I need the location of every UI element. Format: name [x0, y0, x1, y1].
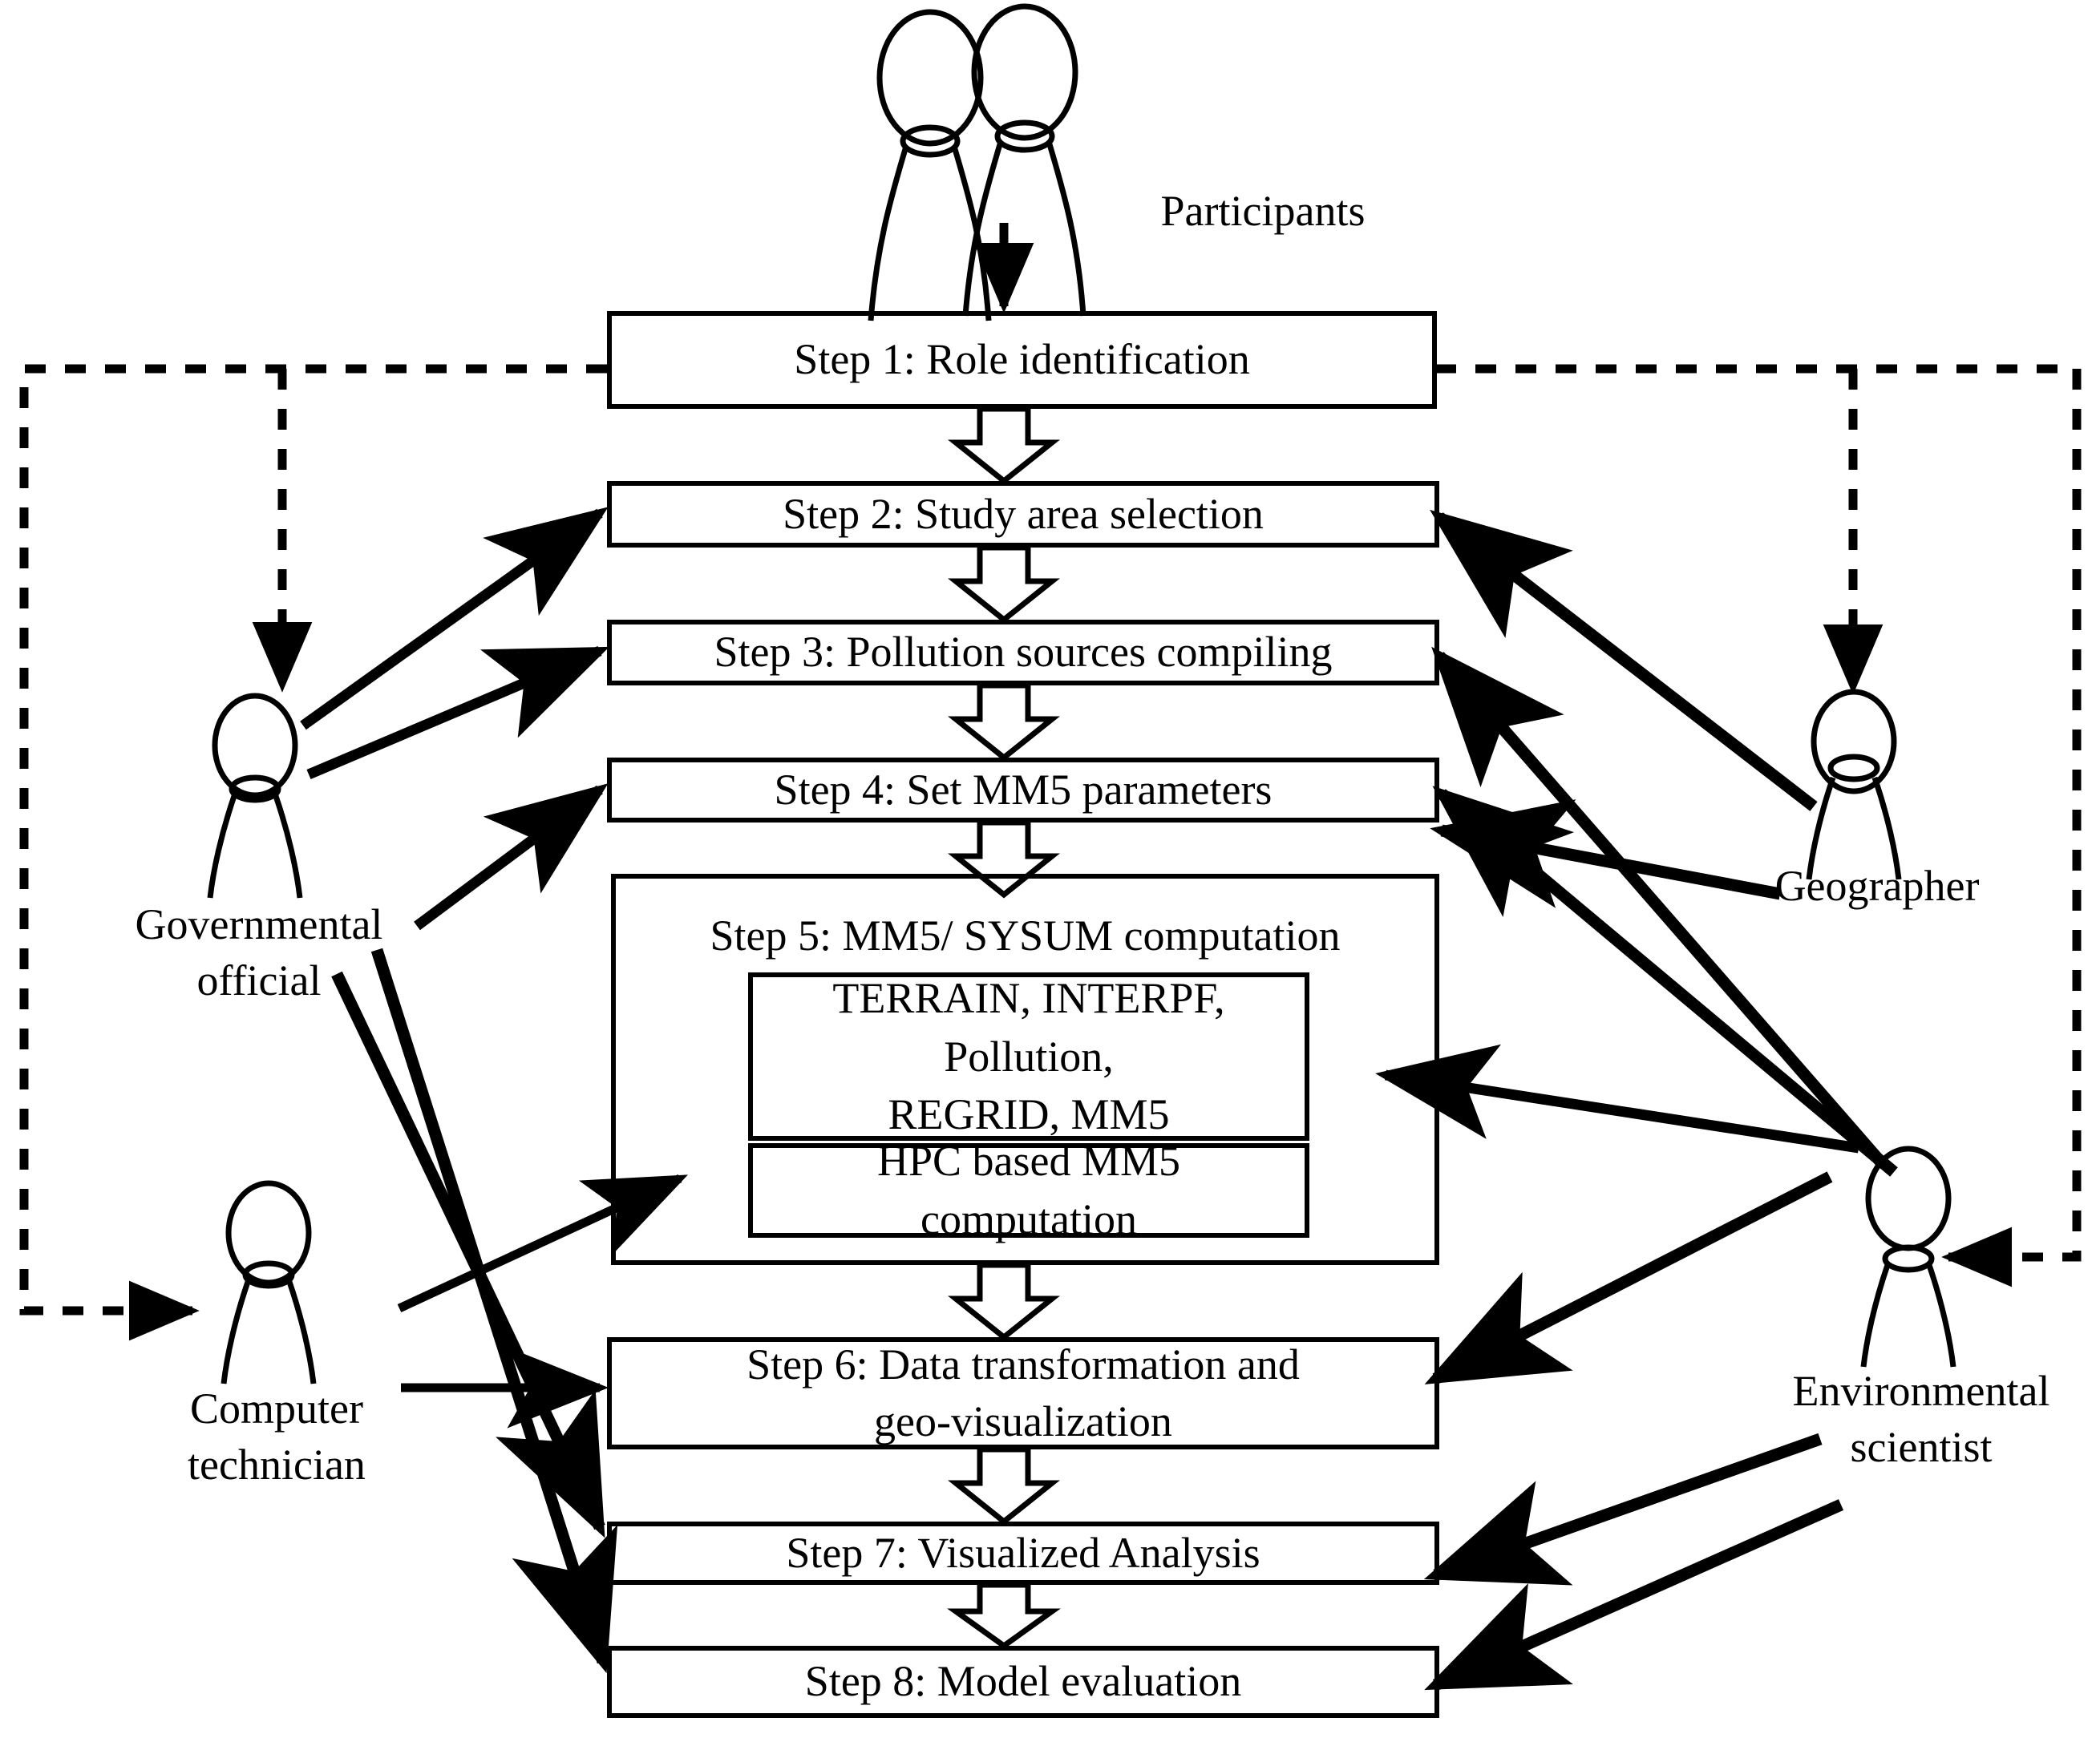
step-2-label: Step 2: Study area selection: [783, 489, 1264, 538]
step-5-label: Step 5: MM5/ SYSUM computation: [710, 911, 1341, 960]
flow-arrow-step6-to-step7: [948, 1446, 1060, 1526]
flow-arrow-step1-to-step2: [948, 406, 1060, 485]
arrow-environmental-scientist-to-step7: [1423, 1433, 1823, 1586]
geographer-label: Geographer: [1774, 862, 1980, 910]
step-2-box[interactable]: Step 2: Study area selection: [607, 481, 1439, 548]
environmental-scientist-label: Environmental scientist: [1792, 1367, 2050, 1472]
flow-arrow-step7-to-step8: [947, 1582, 1061, 1650]
arrow-environmental-scientist-to-modules: [1375, 1044, 1859, 1154]
arrow-governmental-official-to-step4: [414, 783, 609, 931]
step-5-modules-box[interactable]: TERRAIN, INTERPF, Pollution, REGRID, MM5: [748, 972, 1309, 1141]
arrow-environmental-scientist-to-step3: [1431, 646, 1886, 1166]
step-8-label: Step 8: Model evaluation: [804, 1657, 1242, 1706]
step-5-modules-label: TERRAIN, INTERPF, Pollution, REGRID, MM5: [832, 973, 1225, 1139]
step-6-label: Step 6: Data transformation and geo-visu…: [747, 1340, 1300, 1445]
arrow-governmental-official-to-step2: [300, 507, 609, 730]
step-4-label: Step 4: Set MM5 parameters: [774, 765, 1273, 814]
environmental-scientist-figure-icon: [1860, 1146, 1956, 1368]
step-7-label: Step 7: Visualized Analysis: [786, 1528, 1260, 1577]
governmental-official-figure-icon: [207, 693, 303, 899]
geographer-figure-icon: [1806, 689, 1902, 880]
dashed-bus-left: [19, 364, 607, 1341]
governmental-official-label: Governmental official: [135, 900, 383, 1005]
flow-arrow-step5-to-step6: [948, 1262, 1060, 1341]
step-3-box[interactable]: Step 3: Pollution sources compiling: [607, 620, 1439, 685]
step-5-hpc-label: HPC based MM5 computation: [876, 1137, 1181, 1243]
flow-arrow-step3-to-step4: [948, 682, 1060, 762]
step-1-box[interactable]: Step 1: Role identification: [607, 311, 1437, 409]
step-1-label: Step 1: Role identification: [794, 335, 1250, 384]
dashed-bus-right: [1435, 364, 2082, 1287]
step-4-box[interactable]: Step 4: Set MM5 parameters: [607, 758, 1439, 823]
arrow-governmental-official-to-step8: [370, 948, 618, 1674]
step-8-box[interactable]: Step 8: Model evaluation: [607, 1646, 1439, 1718]
step-5-hpc-box[interactable]: HPC based MM5 computation: [748, 1137, 1309, 1243]
arrow-environmental-scientist-to-step4: [1432, 786, 1898, 1177]
arrow-governmental-official-to-step3: [306, 646, 609, 779]
computer-technician-figure-icon: [221, 1180, 317, 1384]
participants-label: Participants: [1160, 187, 1366, 235]
step-7-box[interactable]: Step 7: Visualized Analysis: [607, 1522, 1439, 1585]
step-5-box[interactable]: Step 5: MM5/ SYSUM computation TERRAIN, …: [611, 874, 1439, 1265]
arrow-environmental-scientist-to-step6: [1424, 1171, 1833, 1384]
arrow-computer-technician-to-hpc: [397, 1174, 688, 1312]
step-3-label: Step 3: Pollution sources compiling: [714, 628, 1333, 677]
flow-arrow-step2-to-step3: [948, 544, 1060, 624]
participants-figure-icon: [868, 3, 1086, 321]
arrow-geographer-to-step2: [1430, 509, 1818, 811]
step-6-box[interactable]: Step 6: Data transformation and geo-visu…: [607, 1337, 1439, 1449]
computer-technician-label: Computer technician: [188, 1384, 366, 1489]
arrow-environmental-scientist-to-step8: [1424, 1499, 1844, 1691]
